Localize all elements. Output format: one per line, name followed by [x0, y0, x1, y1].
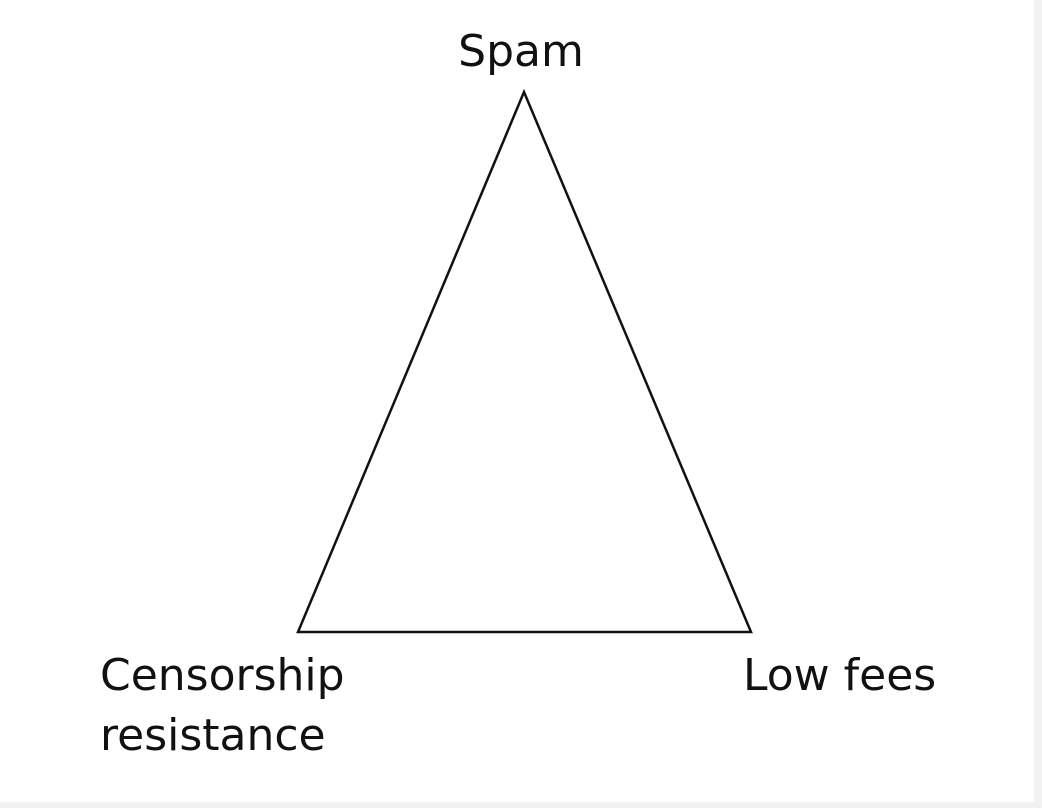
triangle-outline: [296, 88, 753, 634]
label-spam: Spam: [458, 26, 584, 77]
label-low-fees: Low fees: [743, 650, 936, 701]
label-censorship: Censorship: [100, 650, 345, 701]
label-resistance: resistance: [100, 710, 326, 761]
frame-border-bottom: [0, 802, 1042, 808]
frame-border-right: [1034, 0, 1042, 808]
